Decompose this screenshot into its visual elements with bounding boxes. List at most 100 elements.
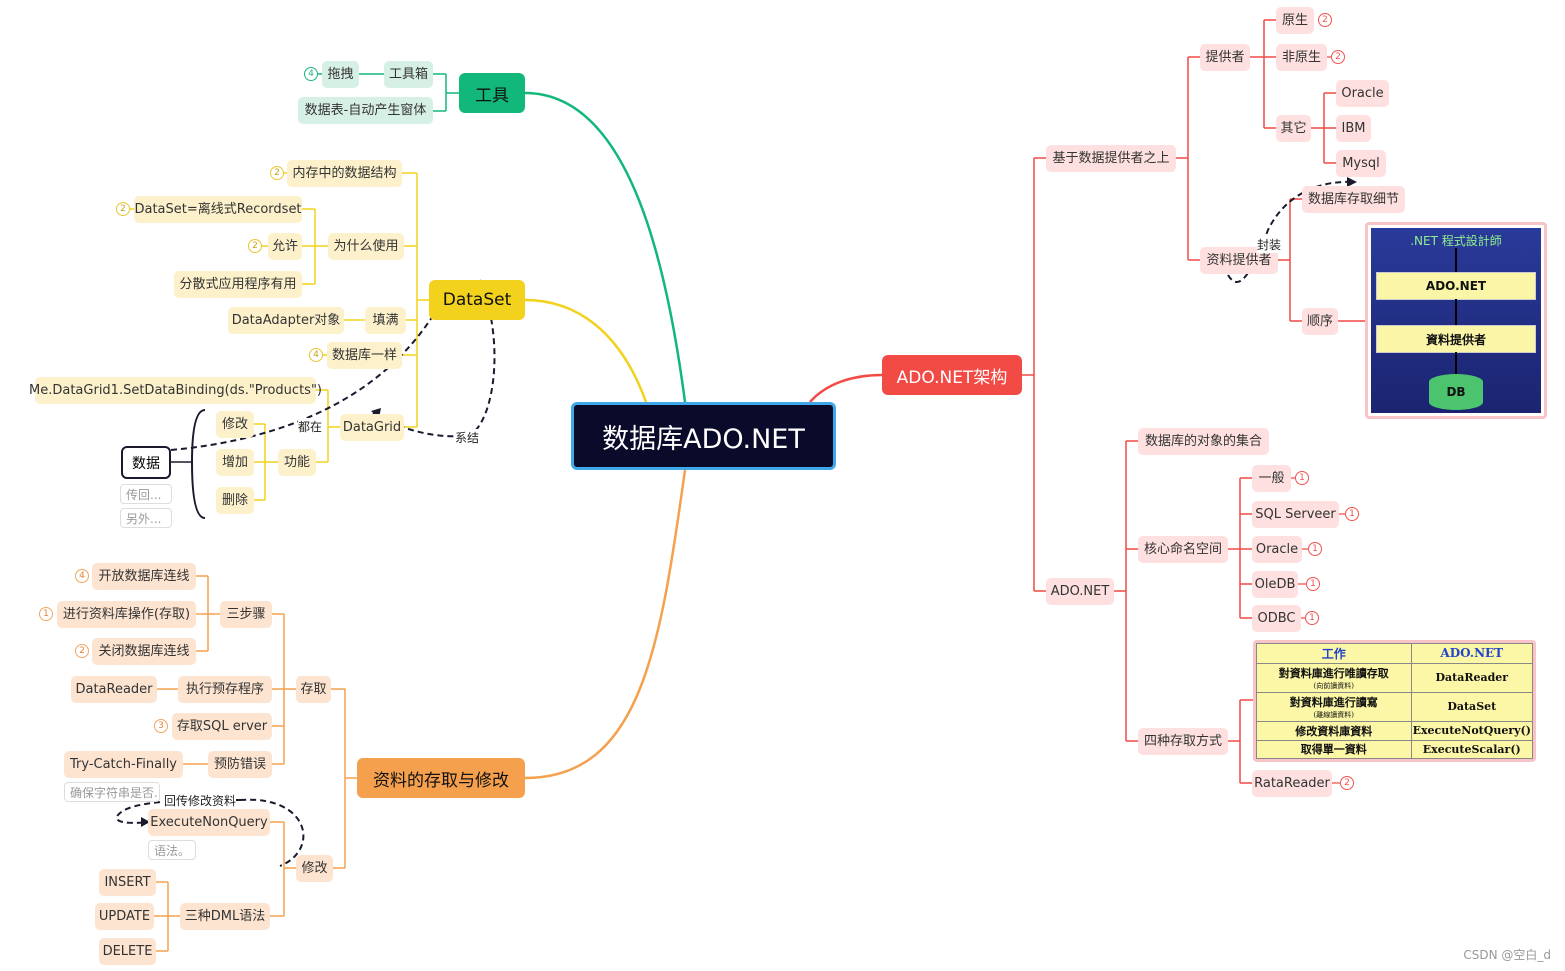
- node-delete-sql[interactable]: DELETE: [99, 938, 156, 965]
- node-close[interactable]: 关闭数据库连线: [92, 638, 196, 665]
- node-datareader[interactable]: DataReader: [71, 676, 157, 703]
- table-cell-text: 對資料庫進行唯讀存取: [1278, 666, 1389, 680]
- node-data[interactable]: 数据: [121, 446, 171, 479]
- node-update[interactable]: UPDATE: [95, 903, 154, 930]
- node-datagrid[interactable]: DataGrid: [340, 414, 404, 441]
- relation-label-encapsulate: 封装: [1257, 236, 1282, 253]
- count-badge: 4: [304, 67, 318, 81]
- table-cell: DataReader: [1410, 662, 1534, 693]
- image-adonet-bar: ADO.NET: [1376, 272, 1536, 300]
- count-badge: 4: [309, 348, 323, 362]
- node-modify[interactable]: 修改: [216, 411, 254, 438]
- node-operate[interactable]: 进行资料库操作(存取): [57, 601, 196, 628]
- watermark: CSDN @空白_d: [1463, 948, 1551, 962]
- node-ns-oracle[interactable]: Oracle: [1252, 536, 1302, 563]
- count-badge: 2: [270, 166, 284, 180]
- node-like-db[interactable]: 数据库一样: [327, 342, 402, 369]
- node-odbc[interactable]: ODBC: [1252, 605, 1301, 632]
- node-open[interactable]: 开放数据库连线: [92, 563, 196, 590]
- table-cell-sub: (向前讀資料): [1313, 681, 1354, 690]
- node-collection[interactable]: 数据库的对象的集合: [1138, 428, 1269, 455]
- node-ibm[interactable]: IBM: [1336, 115, 1371, 142]
- topic-arch[interactable]: ADO.NET架构: [882, 355, 1022, 395]
- node-drag[interactable]: 拖拽: [322, 61, 359, 88]
- count-badge: 1: [1306, 577, 1320, 591]
- node-exec-proc[interactable]: 执行预存程序: [178, 676, 272, 703]
- node-access[interactable]: 存取: [296, 676, 331, 703]
- node-based[interactable]: 基于数据提供者之上: [1046, 145, 1176, 172]
- table-cell: 對資料庫進行唯讀存取(向前讀資料): [1256, 662, 1412, 693]
- node-ratareader[interactable]: RataReader: [1252, 770, 1332, 797]
- node-general[interactable]: 一般: [1252, 465, 1291, 492]
- node-delete[interactable]: 删除: [216, 487, 254, 514]
- node-access-detail[interactable]: 数据库存取细节: [1302, 186, 1405, 213]
- node-four-ways[interactable]: 四种存取方式: [1138, 728, 1228, 755]
- node-distributed[interactable]: 分散式应用程序有用: [174, 271, 302, 298]
- node-why[interactable]: 为什么使用: [328, 233, 404, 260]
- arrow-line: [1455, 299, 1457, 325]
- node-recordset[interactable]: DataSet=离线式Recordset: [134, 196, 302, 223]
- table-cell: 修改資料庫資料: [1256, 721, 1412, 741]
- note-ensure[interactable]: 确保字符串是否...: [64, 782, 160, 802]
- central-topic[interactable]: 数据库ADO.NET: [571, 402, 836, 470]
- table-cell: ExecuteScalar(): [1410, 739, 1534, 760]
- note-other[interactable]: 另外...: [120, 508, 172, 528]
- image-title: .NET 程式設計師: [1410, 234, 1502, 248]
- node-fill[interactable]: 填满: [365, 307, 406, 334]
- node-prevent[interactable]: 预防错误: [208, 751, 272, 778]
- node-modify-access[interactable]: 修改: [296, 855, 333, 882]
- node-binding[interactable]: Me.DataGrid1.SetDataBinding(ds."Products…: [29, 377, 322, 404]
- node-adapter[interactable]: DataAdapter对象: [228, 307, 344, 334]
- node-functions[interactable]: 功能: [278, 449, 316, 476]
- node-adonet[interactable]: ADO.NET: [1046, 578, 1114, 605]
- table-header: 工作: [1256, 643, 1412, 664]
- architecture-panel: .NET 程式設計師 ADO.NET 資料提供者 DB: [1371, 228, 1541, 413]
- topic-access[interactable]: 资料的存取与修改: [357, 758, 525, 798]
- node-sqlserver[interactable]: SQL Serveer: [1252, 501, 1339, 528]
- table-header: ADO.NET: [1410, 643, 1534, 664]
- note-syntax[interactable]: 语法。: [148, 840, 196, 860]
- node-allow[interactable]: 允许: [268, 233, 302, 260]
- arrow-line: [1455, 248, 1457, 272]
- node-namespace[interactable]: 核心命名空间: [1138, 536, 1228, 563]
- table-cell-text: 對資料庫進行讀寫: [1289, 695, 1378, 709]
- topic-tools[interactable]: 工具: [459, 73, 525, 113]
- count-badge: 2: [116, 202, 130, 216]
- node-other[interactable]: 其它: [1276, 115, 1311, 142]
- node-execute[interactable]: ExecuteNonQuery: [148, 809, 270, 836]
- node-toolbox[interactable]: 工具箱: [384, 61, 433, 88]
- node-provider[interactable]: 提供者: [1200, 44, 1250, 71]
- count-badge: 2: [1331, 50, 1345, 64]
- node-try-catch[interactable]: Try-Catch-Finally: [64, 751, 183, 778]
- database-icon: DB: [1429, 374, 1483, 410]
- node-dml[interactable]: 三种DML语法: [180, 903, 270, 930]
- count-badge: 3: [154, 719, 168, 733]
- node-memory[interactable]: 内存中的数据结构: [287, 160, 402, 187]
- topic-dataset[interactable]: DataSet: [429, 280, 525, 320]
- node-mysql[interactable]: Mysql: [1336, 150, 1386, 177]
- count-badge: 2: [75, 644, 89, 658]
- node-sql-server[interactable]: 存取SQL erver: [172, 713, 272, 740]
- node-order[interactable]: 顺序: [1302, 308, 1338, 335]
- note-return[interactable]: 传回...: [120, 484, 172, 504]
- architecture-image[interactable]: .NET 程式設計師 ADO.NET 資料提供者 DB: [1365, 222, 1547, 419]
- node-non-native[interactable]: 非原生: [1276, 44, 1327, 71]
- relation-label-all: 都在: [298, 418, 323, 435]
- node-native[interactable]: 原生: [1276, 7, 1314, 34]
- count-badge: 1: [1345, 507, 1359, 521]
- count-badge: 2: [1340, 776, 1354, 790]
- count-badge: 1: [1295, 471, 1309, 485]
- node-three-steps[interactable]: 三步骤: [220, 601, 272, 628]
- table-cell: 取得單一資料: [1256, 739, 1412, 760]
- table-cell: 對資料庫進行讀寫(離線讀資料): [1256, 691, 1412, 723]
- node-oledb[interactable]: OleDB: [1252, 571, 1298, 598]
- node-auto-form[interactable]: 数据表-自动产生窗体: [298, 97, 433, 124]
- count-badge: 2: [1318, 13, 1332, 27]
- node-oracle[interactable]: Oracle: [1336, 80, 1389, 107]
- relation-label-system: 系结: [455, 429, 480, 446]
- node-insert[interactable]: INSERT: [99, 869, 156, 896]
- count-badge: 1: [39, 607, 53, 621]
- access-methods-table-image[interactable]: 工作 ADO.NET 對資料庫進行唯讀存取(向前讀資料) DataReader …: [1253, 640, 1536, 762]
- node-add[interactable]: 增加: [216, 449, 254, 476]
